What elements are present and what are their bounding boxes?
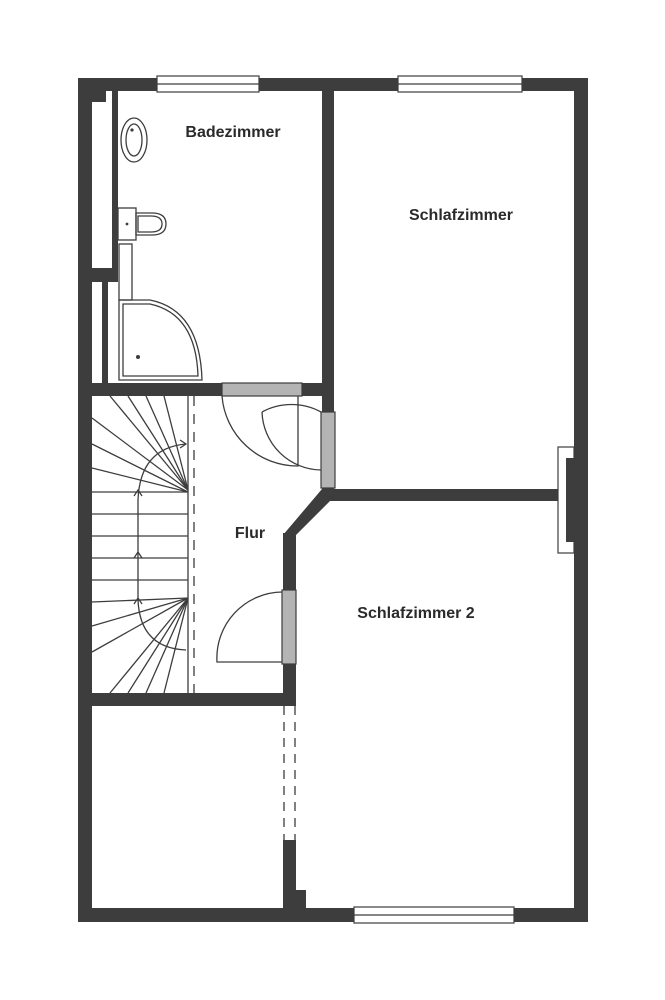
window-right — [557, 446, 575, 554]
window-bedroom2 — [353, 906, 515, 924]
room-label-bedroom2: Schlafzimmer 2 — [357, 605, 474, 622]
door-bedroom — [261, 403, 336, 489]
door-bathroom — [221, 382, 303, 467]
toilet-icon — [117, 207, 167, 241]
windows — [156, 75, 575, 924]
room-label-bedroom: Schlafzimmer — [409, 207, 513, 224]
window-bedroom — [397, 75, 523, 93]
window-bathroom — [156, 75, 260, 93]
sink-icon — [120, 117, 148, 163]
shower-icon — [118, 243, 203, 381]
room-label-hallway: Flur — [235, 525, 265, 542]
staircase — [91, 395, 195, 694]
door-bedroom2 — [216, 589, 297, 665]
room-label-bathroom: Badezimmer — [185, 124, 280, 141]
opening-lower — [283, 706, 296, 840]
